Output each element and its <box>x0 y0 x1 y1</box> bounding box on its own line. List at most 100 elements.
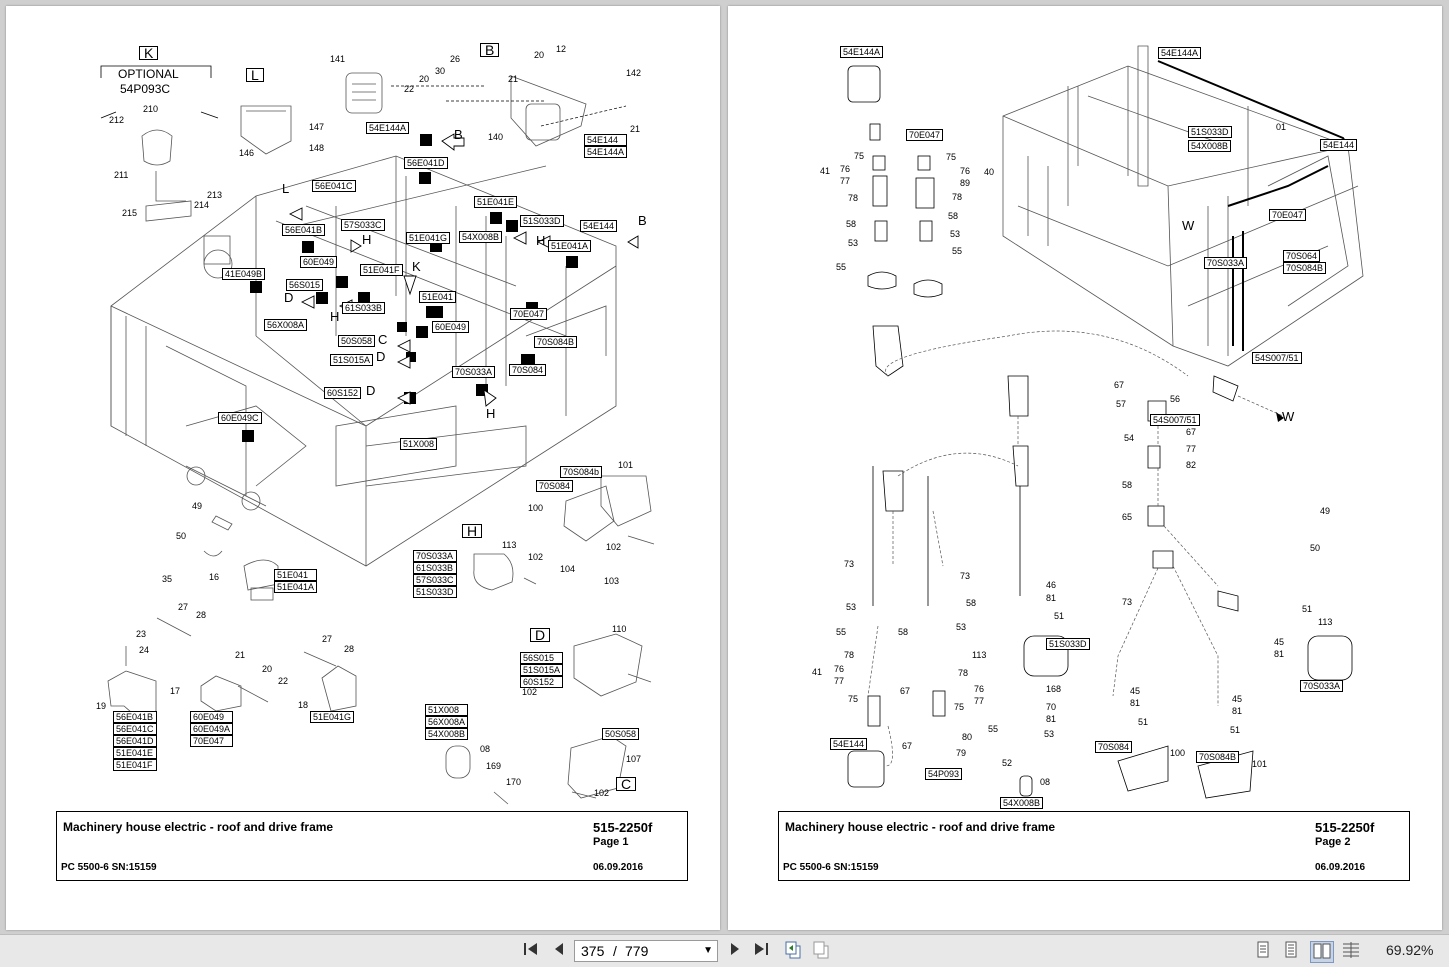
arrow-h-2: H <box>536 233 546 248</box>
optional-code: 54P093C <box>120 82 171 96</box>
part-number: 213 <box>207 190 223 200</box>
code-box: 56S015 <box>286 279 324 291</box>
callout-h: H <box>462 524 483 538</box>
part-number: 100 <box>528 503 544 513</box>
part-number: 41 <box>820 166 831 176</box>
page-number-field[interactable]: 375 / 779 ▼ <box>574 940 718 962</box>
part-number: 28 <box>196 610 207 620</box>
part-number: 67 <box>1114 380 1125 390</box>
part-number: 51 <box>1230 725 1241 735</box>
continuous-view-button[interactable] <box>1280 941 1302 961</box>
first-page-icon <box>524 943 537 955</box>
arrow-c: C <box>378 332 388 347</box>
chevron-down-icon[interactable]: ▼ <box>703 945 713 956</box>
code-box: 54E144A <box>840 46 884 58</box>
part-number: 169 <box>486 761 502 771</box>
page-1: K OPTIONAL 54P093C L B H D C B L H H B K… <box>6 6 720 930</box>
code-box: 51E041A <box>548 240 592 252</box>
part-number: 82 <box>1186 460 1197 470</box>
part-number: 100 <box>1170 748 1186 758</box>
part-number: 102 <box>528 552 544 562</box>
code-box: 51E041 <box>419 291 457 303</box>
arrow-h-1: H <box>362 232 372 247</box>
code-list-17: 60E049 60E049A 70E047 <box>190 711 234 747</box>
single-page-view-button[interactable] <box>1252 941 1274 961</box>
code-box: 60S152 <box>324 387 362 399</box>
part-number: 21 <box>235 650 246 660</box>
part-number: 77 <box>974 696 985 706</box>
code-box: 54X008B <box>459 231 503 243</box>
code-box: 70S033A <box>1300 680 1344 692</box>
part-number: 49 <box>192 501 203 511</box>
part-number: 141 <box>330 54 346 64</box>
part-number: 23 <box>136 629 147 639</box>
code-box: 54S007/51 <box>1252 352 1302 364</box>
part-number: 67 <box>900 686 911 696</box>
part-number: 210 <box>143 104 159 114</box>
part-number: 58 <box>846 219 857 229</box>
last-page-button[interactable] <box>750 941 772 961</box>
part-number: 148 <box>309 143 325 153</box>
optional-label: OPTIONAL <box>118 67 179 81</box>
part-number: 75 <box>848 694 859 704</box>
part-number: 27 <box>322 634 333 644</box>
part-number: 110 <box>612 624 627 634</box>
part-number: 49 <box>1320 506 1331 516</box>
part-number: 78 <box>958 668 969 678</box>
code-box: 70S064 <box>1283 250 1321 262</box>
part-number: 102 <box>594 788 610 798</box>
code-list-107: 50S058 <box>602 728 640 740</box>
code-box: 70S033A <box>1204 257 1248 269</box>
part-number: 211 <box>114 170 129 180</box>
part-number: 67 <box>1186 427 1197 437</box>
continuous-facing-view-button[interactable] <box>1340 941 1362 961</box>
part-number: 40 <box>984 167 995 177</box>
arrow-d-2: D <box>376 349 386 364</box>
part-number: 08 <box>1040 777 1051 787</box>
title-block: Machinery house electric - roof and driv… <box>778 811 1410 881</box>
part-number: 81 <box>1130 698 1141 708</box>
part-number: 53 <box>950 229 961 239</box>
previous-page-button[interactable] <box>548 941 570 961</box>
part-number: 16 <box>209 572 220 582</box>
go-forward-button[interactable] <box>810 941 832 961</box>
part-number: 20 <box>262 664 273 674</box>
part-number: 77 <box>834 676 845 686</box>
part-number: 142 <box>626 68 642 78</box>
part-number: 53 <box>848 238 859 248</box>
part-number: 22 <box>278 676 289 686</box>
part-number: 215 <box>122 208 138 218</box>
code-box: 51X008 <box>400 438 438 450</box>
callout-l: L <box>246 68 264 82</box>
part-number: 51 <box>1138 717 1149 727</box>
go-back-button[interactable] <box>782 941 804 961</box>
arrow-d-1: D <box>284 290 294 305</box>
arrow-b-1: B <box>454 127 463 142</box>
part-number: 67 <box>902 741 913 751</box>
code-box: 70E047 <box>906 129 944 141</box>
next-page-button[interactable] <box>724 941 746 961</box>
part-number: 113 <box>972 650 987 660</box>
arrow-k: K <box>412 259 421 274</box>
code-box: 41E049B <box>222 268 266 280</box>
code-box: 56E041C <box>312 180 356 192</box>
machine-serial: PC 5500-6 SN:15159 <box>61 862 157 873</box>
part-number: 55 <box>988 724 999 734</box>
part-number: 54 <box>1124 433 1135 443</box>
part-number: 73 <box>960 571 971 581</box>
part-number: 55 <box>952 246 963 256</box>
first-page-button[interactable] <box>520 941 542 961</box>
code-box: 70S084B <box>1196 751 1240 763</box>
zoom-level[interactable]: 69.92% <box>1386 942 1434 958</box>
part-number: 12 <box>556 44 567 54</box>
arrow-l: L <box>282 181 290 196</box>
facing-pages-view-button[interactable] <box>1310 941 1334 963</box>
part-number: 104 <box>560 564 576 574</box>
code-box: 54P093 <box>925 768 963 780</box>
part-number: 50 <box>1310 543 1321 553</box>
part-number: 170 <box>506 777 522 787</box>
code-box: 54E144 <box>830 738 868 750</box>
part-number: 78 <box>952 192 963 202</box>
part-number: 89 <box>960 178 971 188</box>
part-number: 212 <box>109 115 125 125</box>
